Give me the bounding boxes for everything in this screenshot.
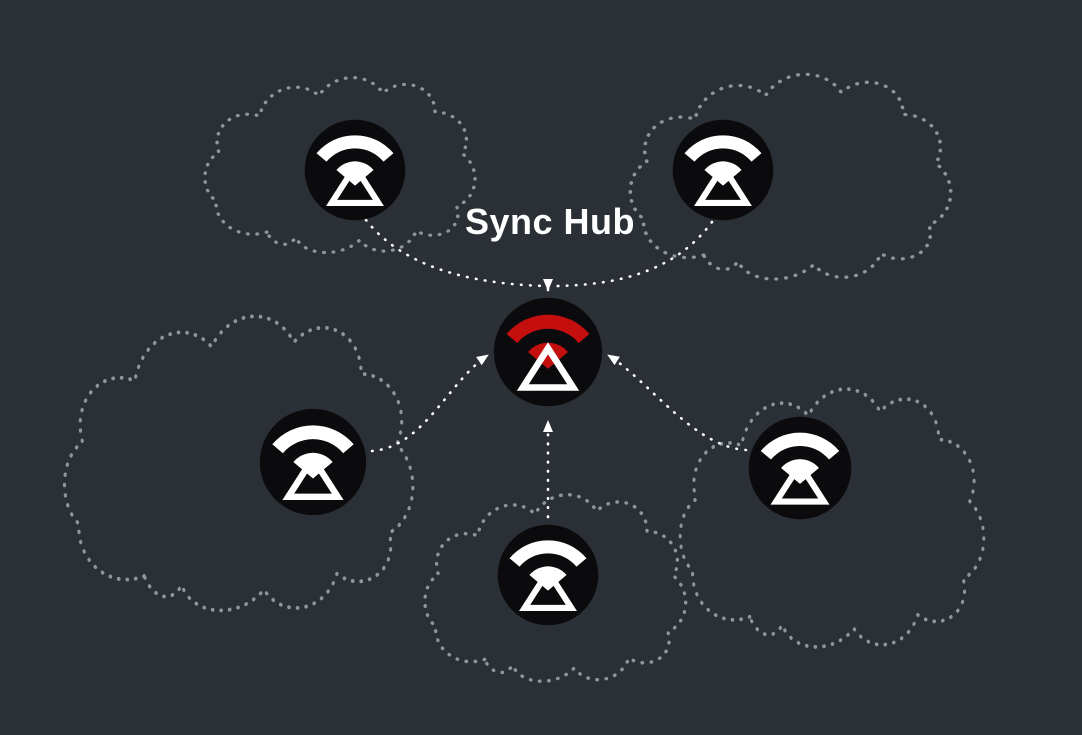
device-icon-top-left (305, 120, 406, 221)
device-icon-mid-left (260, 409, 366, 515)
sync-arrows (364, 218, 748, 519)
device-nodes (260, 120, 851, 626)
device-icon-bottom-center (498, 525, 599, 626)
hub-device-icon (494, 298, 602, 406)
sync-arrow-mid-right (606, 353, 748, 452)
device-icon-mid-right (749, 417, 851, 519)
hub-title: Sync Hub (464, 201, 636, 242)
sync-arrow-top-left (364, 218, 548, 288)
cloud-outline-mid-right (678, 387, 986, 649)
sync-arrow-top-right (548, 220, 714, 288)
device-icon-top-right (673, 120, 774, 221)
sync-arrow-mid-left (370, 353, 490, 453)
